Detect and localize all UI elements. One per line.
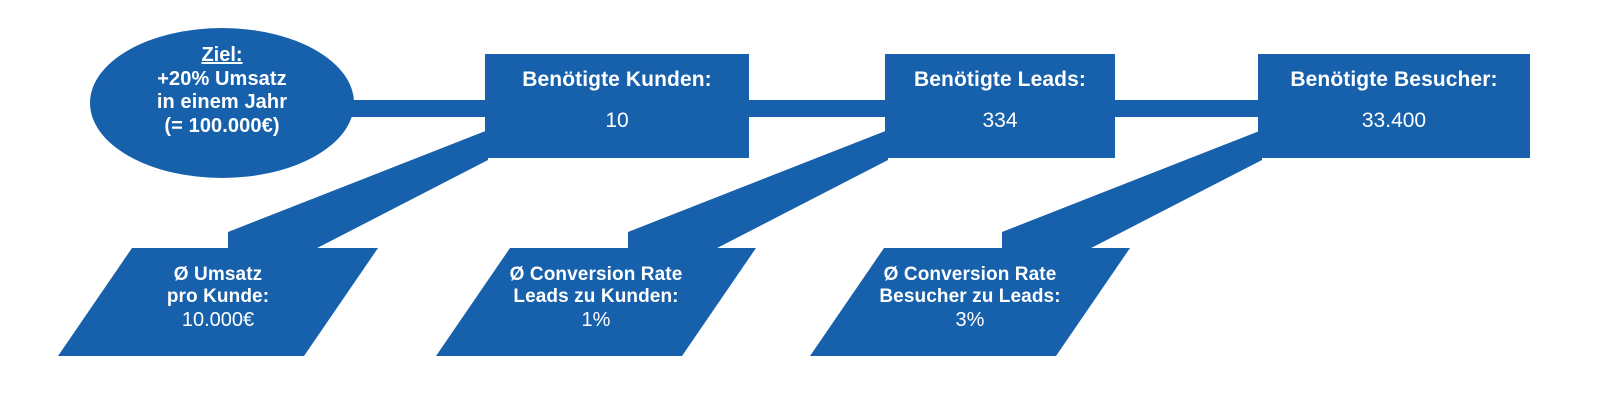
step-box-2-shape	[885, 54, 1115, 158]
rate-parallelogram-2-shape	[436, 248, 756, 356]
connector-goal-to-kunden	[330, 100, 488, 117]
step-box-1-shape	[485, 54, 749, 158]
rate-parallelogram-1-shape	[58, 248, 378, 356]
connector-kunden-to-umsatz	[228, 130, 488, 262]
goal-ellipse-shape	[90, 28, 354, 178]
connector-leads-to-cr-leads	[628, 130, 888, 262]
step-box-3-shape	[1258, 54, 1530, 158]
connector-leads-to-besucher	[1115, 100, 1258, 117]
connector-besucher-to-cr-besucher	[1002, 130, 1262, 262]
rate-parallelogram-3-shape	[810, 248, 1130, 356]
connector-kunden-to-leads	[745, 100, 885, 117]
